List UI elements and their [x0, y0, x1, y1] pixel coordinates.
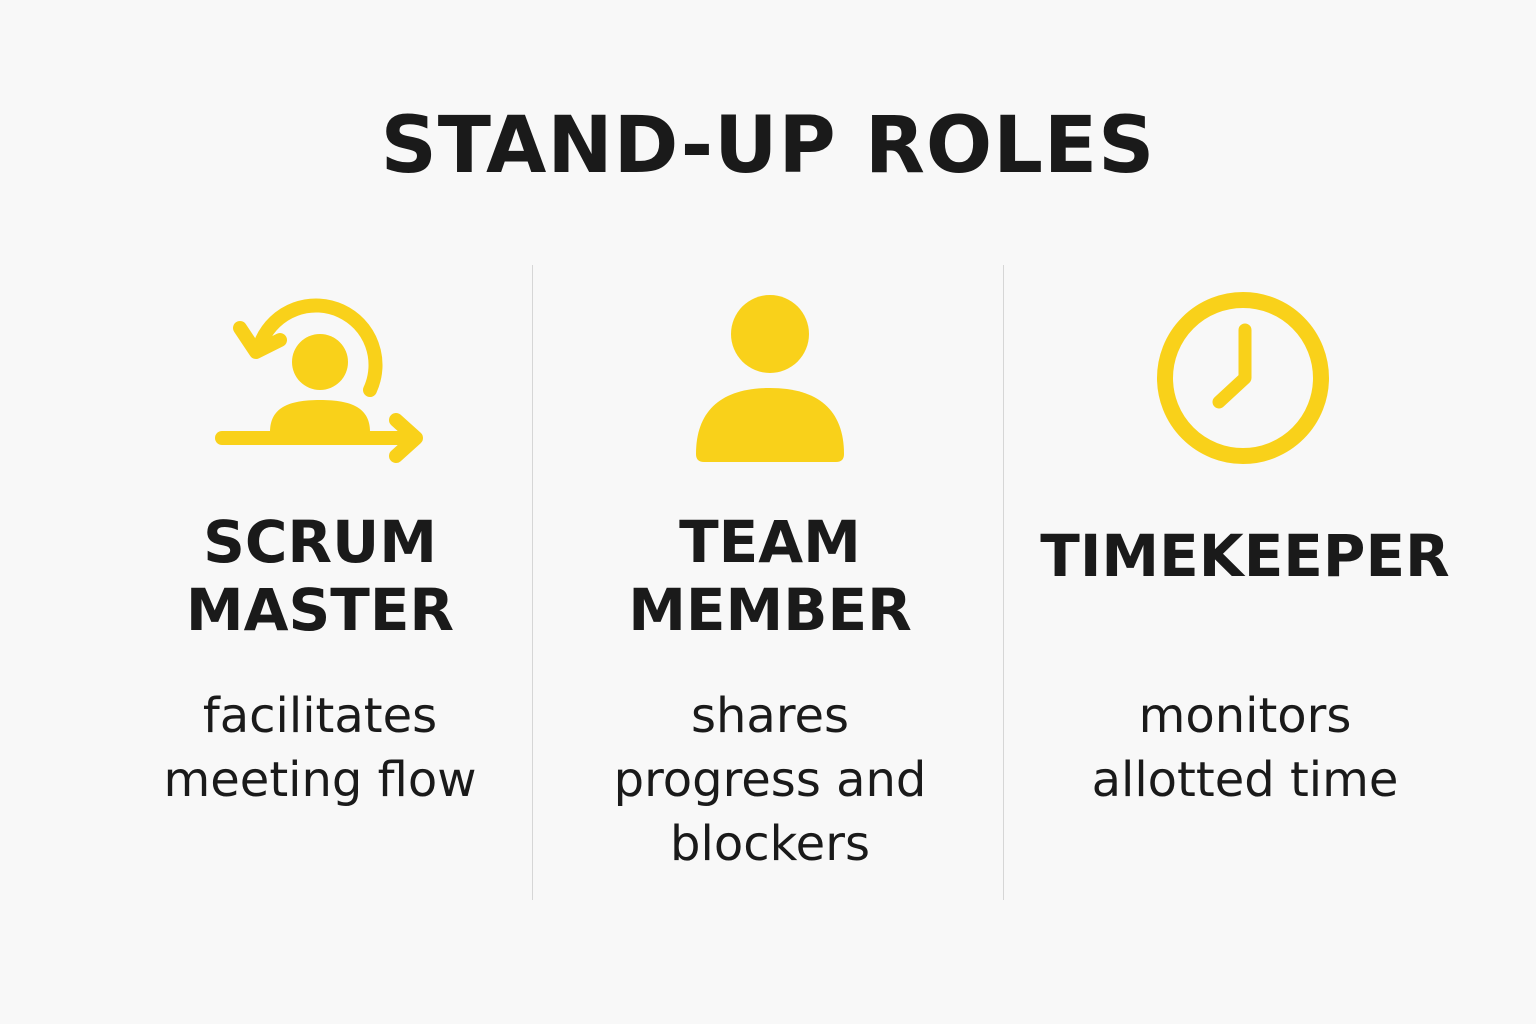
role-description: shares progress and blockers	[613, 688, 927, 872]
column-divider	[532, 265, 533, 900]
clock-icon	[1157, 292, 1329, 464]
column-divider	[1003, 265, 1004, 900]
page-title: STAND-UP ROLES	[380, 101, 1156, 191]
role-name: TEAM MEMBER	[628, 508, 912, 644]
scrum-cycle-person-icon	[215, 298, 423, 463]
person-icon	[696, 295, 844, 462]
role-description: monitors allotted time	[1091, 688, 1399, 808]
role-description: facilitates meeting flow	[163, 688, 477, 808]
role-name: SCRUM MASTER	[185, 508, 455, 644]
role-name: TIMEKEEPER	[1040, 522, 1450, 590]
